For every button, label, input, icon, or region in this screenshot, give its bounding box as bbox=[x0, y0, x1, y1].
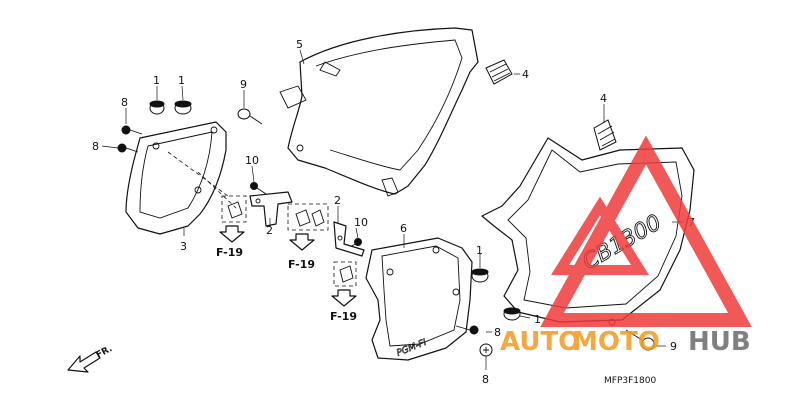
callout-8: 8 bbox=[482, 373, 489, 386]
callout-1: 1 bbox=[534, 313, 541, 326]
bracket-2-a bbox=[249, 191, 293, 227]
callout-10: 10 bbox=[245, 154, 259, 167]
left-small-cover-part bbox=[125, 121, 237, 235]
ref-arrow-f19-c bbox=[331, 289, 357, 307]
clip-nut-box-c bbox=[333, 261, 357, 287]
leader-lines bbox=[101, 49, 684, 370]
bolt-8-c bbox=[455, 325, 479, 335]
front-label: FR. bbox=[95, 344, 114, 361]
callout-9: 9 bbox=[670, 340, 677, 353]
callout-1: 1 bbox=[178, 74, 185, 87]
watermark-text-hub: HUB bbox=[688, 327, 751, 357]
callout-6: 6 bbox=[400, 222, 407, 235]
clip-nut-box-b bbox=[287, 203, 329, 231]
callout-2: 2 bbox=[266, 224, 273, 237]
diagram-code: MFP3F1800 bbox=[604, 376, 656, 386]
callout-1: 1 bbox=[476, 244, 483, 257]
callout-8: 8 bbox=[494, 326, 501, 339]
screw-9-b bbox=[625, 329, 655, 351]
screw-9-a bbox=[237, 108, 263, 125]
callout-1: 1 bbox=[153, 74, 160, 87]
bracket-2-b bbox=[333, 221, 365, 257]
callout-8: 8 bbox=[121, 96, 128, 109]
ref-arrow-f19-a bbox=[219, 225, 245, 243]
screw-10-a bbox=[250, 182, 267, 195]
callout-2: 2 bbox=[334, 194, 341, 207]
lower-side-cover-part: PGM-FI bbox=[365, 237, 473, 361]
front-direction-arrow: FR. bbox=[67, 344, 114, 373]
rubber-cushion-4-a bbox=[485, 59, 513, 85]
grommet-1-d bbox=[503, 307, 521, 321]
callout-8: 8 bbox=[92, 140, 99, 153]
ref-arrow-f19-b bbox=[289, 233, 315, 251]
watermark-triangle-mark bbox=[540, 135, 752, 327]
callout-3: 3 bbox=[180, 240, 187, 253]
grommet-1-a bbox=[149, 100, 165, 115]
callout-4: 4 bbox=[600, 92, 607, 105]
grommet-1-b bbox=[174, 100, 192, 115]
grommet-1-c bbox=[471, 268, 489, 283]
upper-side-cover-part bbox=[279, 27, 479, 197]
callout-5: 5 bbox=[296, 38, 303, 51]
rubber-cushion-4-b bbox=[593, 119, 617, 151]
bolt-8-d bbox=[479, 343, 493, 357]
bolt-8-b bbox=[117, 143, 139, 153]
clip-nut-box-a bbox=[221, 195, 247, 223]
callout-9: 9 bbox=[240, 78, 247, 91]
watermark-text-auto: AUTO bbox=[500, 327, 580, 357]
ref-label-f19: F-19 bbox=[330, 310, 357, 323]
callout-10: 10 bbox=[354, 216, 368, 229]
ref-label-f19: F-19 bbox=[288, 258, 315, 271]
watermark-logo: AUTO MOTO HUB bbox=[500, 135, 752, 357]
ref-label-f19: F-19 bbox=[216, 246, 243, 259]
watermark-text-moto: MOTO bbox=[572, 327, 660, 357]
bolt-8-a bbox=[121, 125, 143, 135]
callout-4: 4 bbox=[522, 68, 529, 81]
